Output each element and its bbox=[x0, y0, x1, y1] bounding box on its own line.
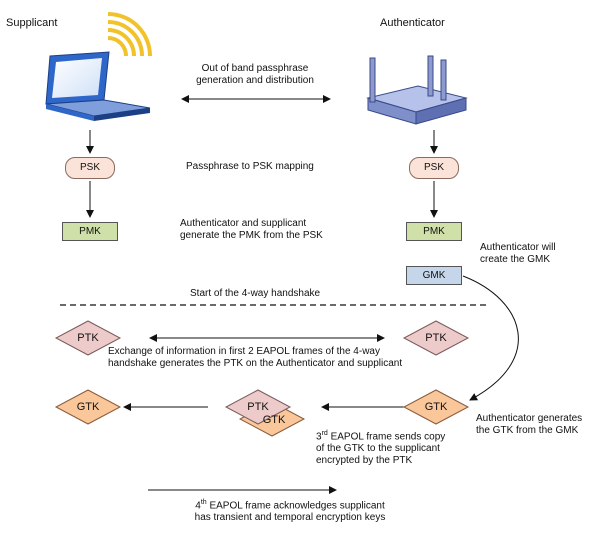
wireless-router-icon bbox=[366, 55, 468, 125]
fourth-frame-ordinal-suffix: th bbox=[200, 499, 207, 506]
out-of-band-line-1: Out of band passphrase bbox=[201, 63, 309, 74]
gtk-authenticator-label: GTK bbox=[424, 401, 448, 413]
pmk-gen-line-1: Authenticator and supplicant bbox=[180, 218, 307, 229]
ptk-supplicant-label: PTK bbox=[77, 332, 99, 344]
gtk-generation-note: Authenticator generates the GTK from the… bbox=[476, 413, 582, 437]
gtk-supplicant-label: GTK bbox=[76, 401, 100, 413]
pmk-authenticator: PMK bbox=[406, 222, 462, 241]
third-frame-text-1: EAPOL frame sends copy bbox=[327, 431, 446, 443]
gmk-line-2: create the GMK bbox=[480, 254, 551, 265]
third-frame-line-3: encrypted by the PTK bbox=[316, 455, 413, 467]
ptk-encrypted-diamond bbox=[224, 389, 292, 425]
handshake-start-label: Start of the 4-way handshake bbox=[190, 288, 321, 299]
pmk-gen-line-2: generate the PMK from the PSK bbox=[180, 230, 323, 241]
ptk-exchange-line-2: handshake generates the PTK on the Authe… bbox=[108, 358, 403, 369]
fourth-frame-line-1: 4th EAPOL frame acknowledges supplicant bbox=[160, 497, 420, 512]
gtk-gen-line-1: Authenticator generates bbox=[476, 413, 583, 424]
ptk-supplicant-diamond bbox=[54, 320, 122, 356]
third-frame-note: 3rd EAPOL frame sends copy of the GTK to… bbox=[316, 428, 445, 467]
psk-authenticator: PSK bbox=[409, 157, 459, 179]
third-frame-ordinal-suffix: rd bbox=[321, 430, 328, 437]
ptk-authenticator-diamond bbox=[402, 320, 470, 356]
gtk-supplicant-diamond bbox=[54, 389, 122, 425]
out-of-band-line-2: generation and distribution bbox=[196, 75, 314, 86]
gmk-line-1: Authenticator will bbox=[480, 242, 556, 253]
ptk-exchange-note: Exchange of information in first 2 EAPOL… bbox=[108, 346, 402, 370]
authenticator-label: Authenticator bbox=[380, 17, 445, 29]
gmk-creation-note: Authenticator will create the GMK bbox=[480, 242, 556, 266]
ptk-encrypted-label: PTK bbox=[247, 401, 269, 413]
gmk-to-gtk-curve bbox=[462, 275, 519, 401]
third-frame-ordinal: 3 bbox=[316, 431, 322, 443]
pmk-generation-note: Authenticator and supplicant generate th… bbox=[180, 218, 323, 242]
ptk-authenticator-label: PTK bbox=[425, 332, 447, 344]
third-frame-line-2: of the GTK to the supplicant bbox=[316, 443, 440, 455]
gtk-encrypted-label: GTK bbox=[262, 414, 286, 426]
psk-mapping-note: Passphrase to PSK mapping bbox=[186, 161, 314, 172]
supplicant-label: Supplicant bbox=[6, 17, 58, 29]
fourth-frame-line-2: has transient and temporal encryption ke… bbox=[194, 512, 386, 524]
fourth-frame-text-1: EAPOL frame acknowledges supplicant bbox=[206, 500, 385, 512]
fourth-frame-note: 4th EAPOL frame acknowledges supplicant … bbox=[160, 497, 420, 524]
gmk-authenticator: GMK bbox=[406, 266, 462, 285]
third-frame-line-1: 3rd EAPOL frame sends copy bbox=[316, 428, 445, 443]
laptop-wifi-icon bbox=[45, 12, 152, 121]
ptk-exchange-line-1: Exchange of information in first 2 EAPOL… bbox=[108, 346, 380, 357]
fourth-frame-ordinal: 4 bbox=[195, 500, 201, 512]
gtk-authenticator-diamond bbox=[402, 389, 470, 425]
pmk-supplicant: PMK bbox=[62, 222, 118, 241]
psk-supplicant: PSK bbox=[65, 157, 115, 179]
out-of-band-note: Out of band passphrase generation and di… bbox=[180, 63, 330, 87]
gtk-gen-line-2: the GTK from the GMK bbox=[476, 425, 579, 436]
